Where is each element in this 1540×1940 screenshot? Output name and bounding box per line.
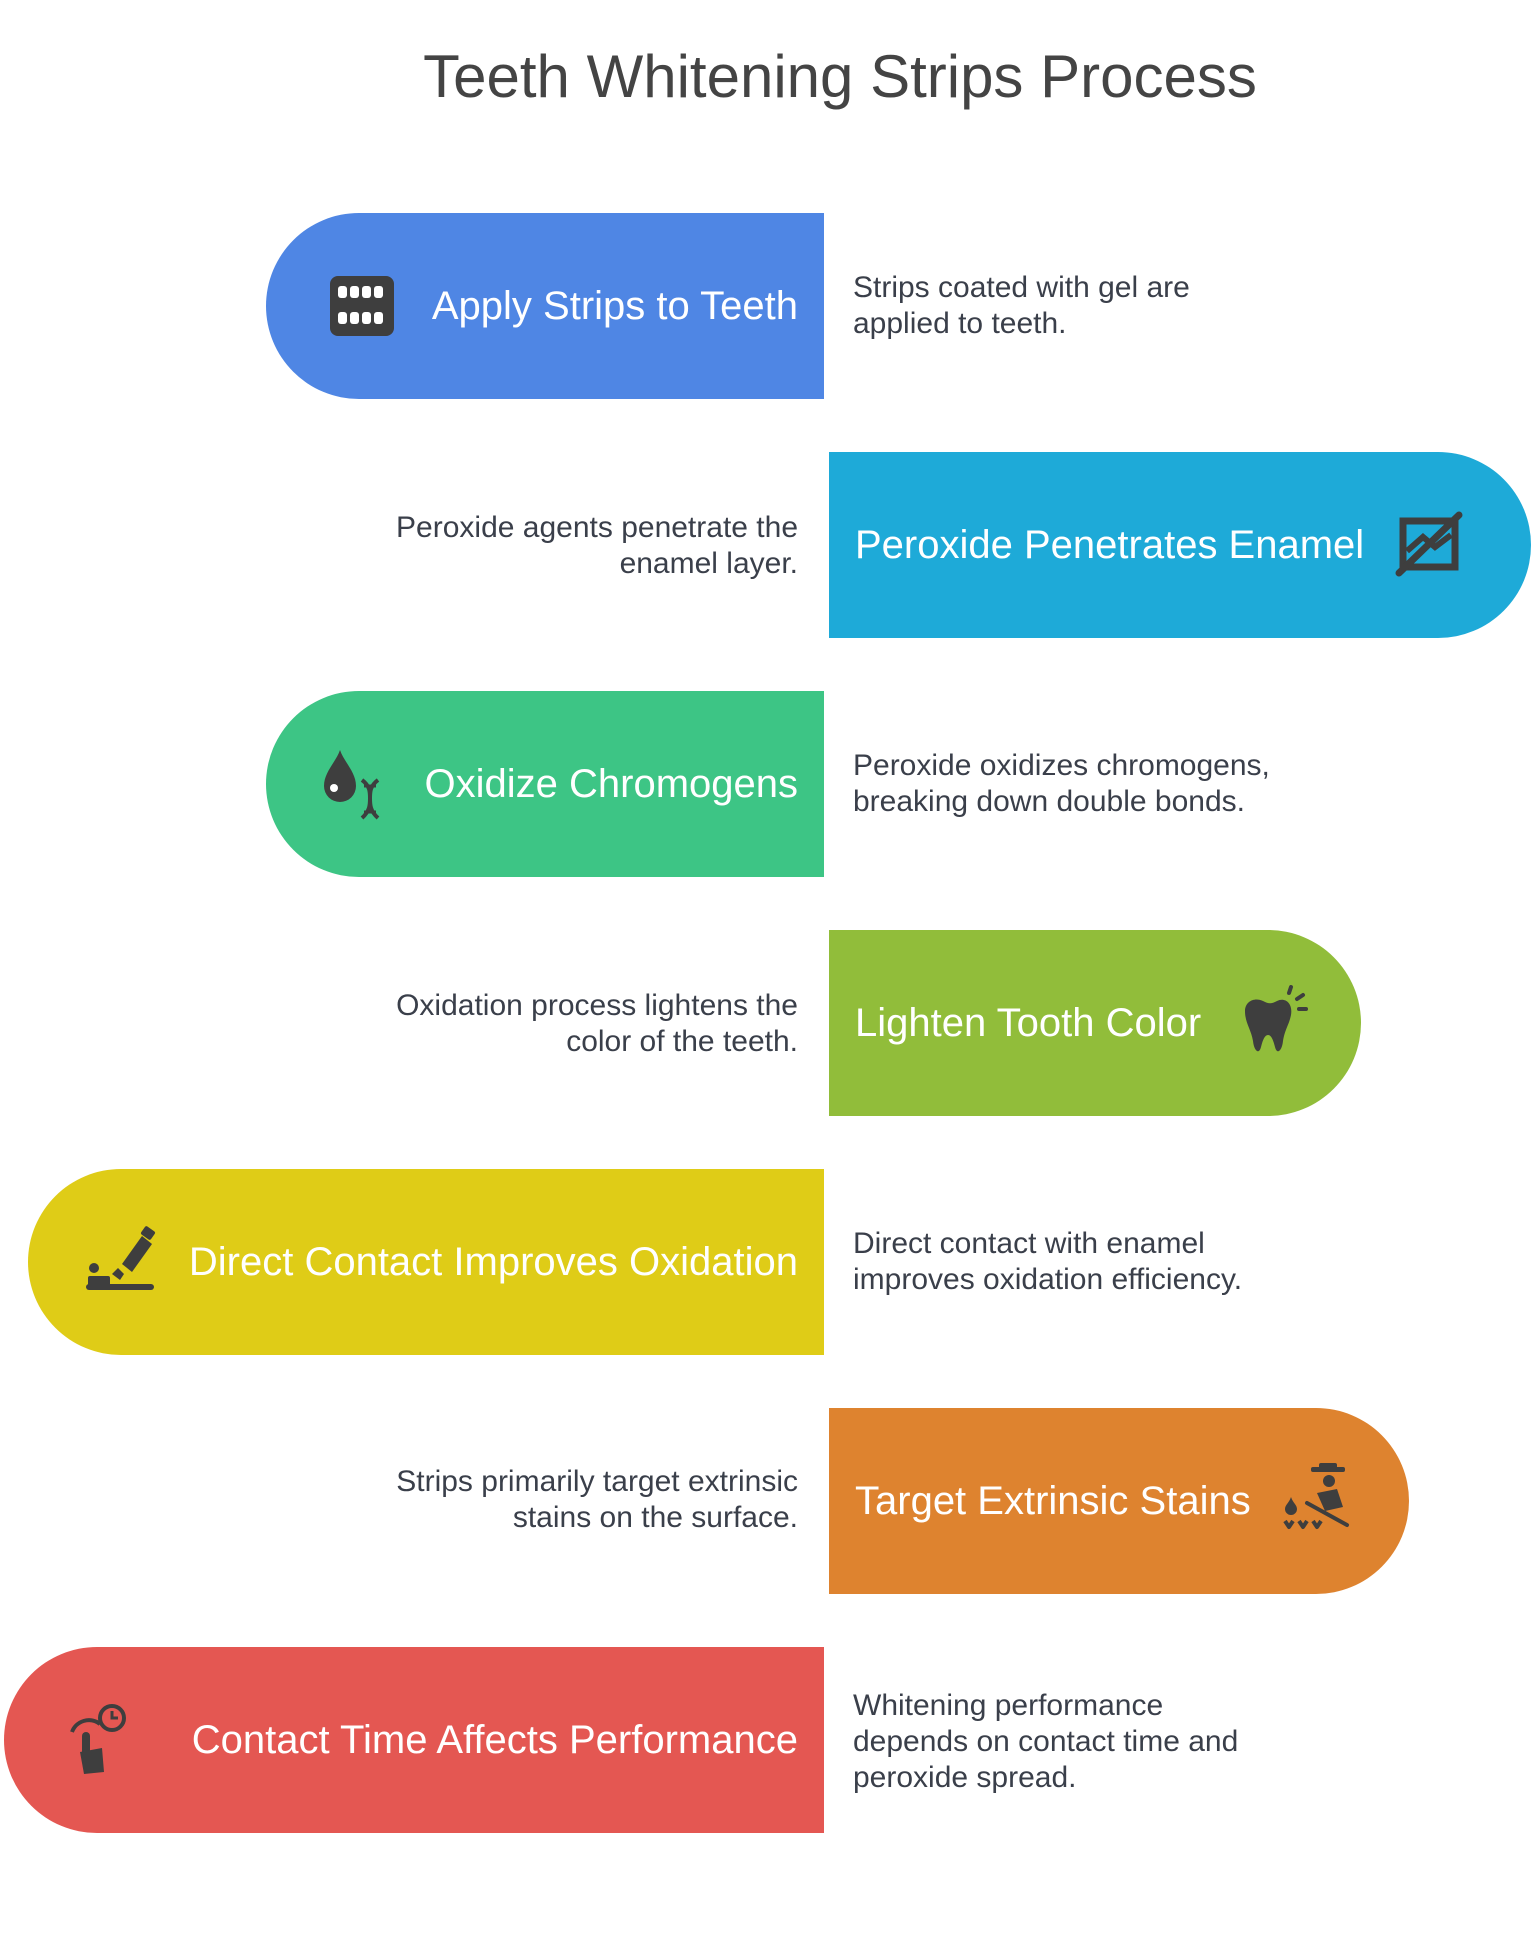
step-target-extrinsic-stains: Target Extrinsic Stains	[829, 1408, 1409, 1594]
step-oxidize-chromogens: Oxidize Chromogens	[266, 691, 824, 877]
teeth-icon	[324, 268, 400, 344]
step-lighten-tooth-color: Lighten Tooth Color	[829, 930, 1361, 1116]
page-title: Teeth Whitening Strips Process	[423, 43, 1257, 110]
step-label: Apply Strips to Teeth	[431, 283, 798, 328]
step-contact-time: Contact Time Affects Performance	[4, 1647, 824, 1833]
step-label: Oxidize Chromogens	[424, 761, 799, 806]
touch-timer-icon	[62, 1702, 138, 1778]
step-label: Peroxide Penetrates Enamel	[855, 522, 1365, 567]
step-label: Contact Time Affects Performance	[191, 1717, 798, 1762]
sparkle-tooth-icon	[1233, 985, 1309, 1061]
toothpaste-brush-icon	[82, 1224, 158, 1300]
step-direct-contact: Direct Contact Improves Oxidation	[28, 1169, 824, 1355]
step-label: Lighten Tooth Color	[855, 1000, 1202, 1045]
step-label: Target Extrinsic Stains	[855, 1478, 1251, 1523]
step-apply-strips: Apply Strips to Teeth	[266, 213, 824, 399]
step-label: Direct Contact Improves Oxidation	[188, 1239, 798, 1284]
step-description: Peroxide oxidizes chromogens,breaking do…	[853, 749, 1270, 818]
cleaning-person-icon	[1277, 1463, 1353, 1539]
step-peroxide-penetrates: Peroxide Penetrates Enamel	[829, 452, 1531, 638]
drop-dna-icon	[314, 746, 390, 822]
no-barrier-icon	[1393, 507, 1469, 583]
